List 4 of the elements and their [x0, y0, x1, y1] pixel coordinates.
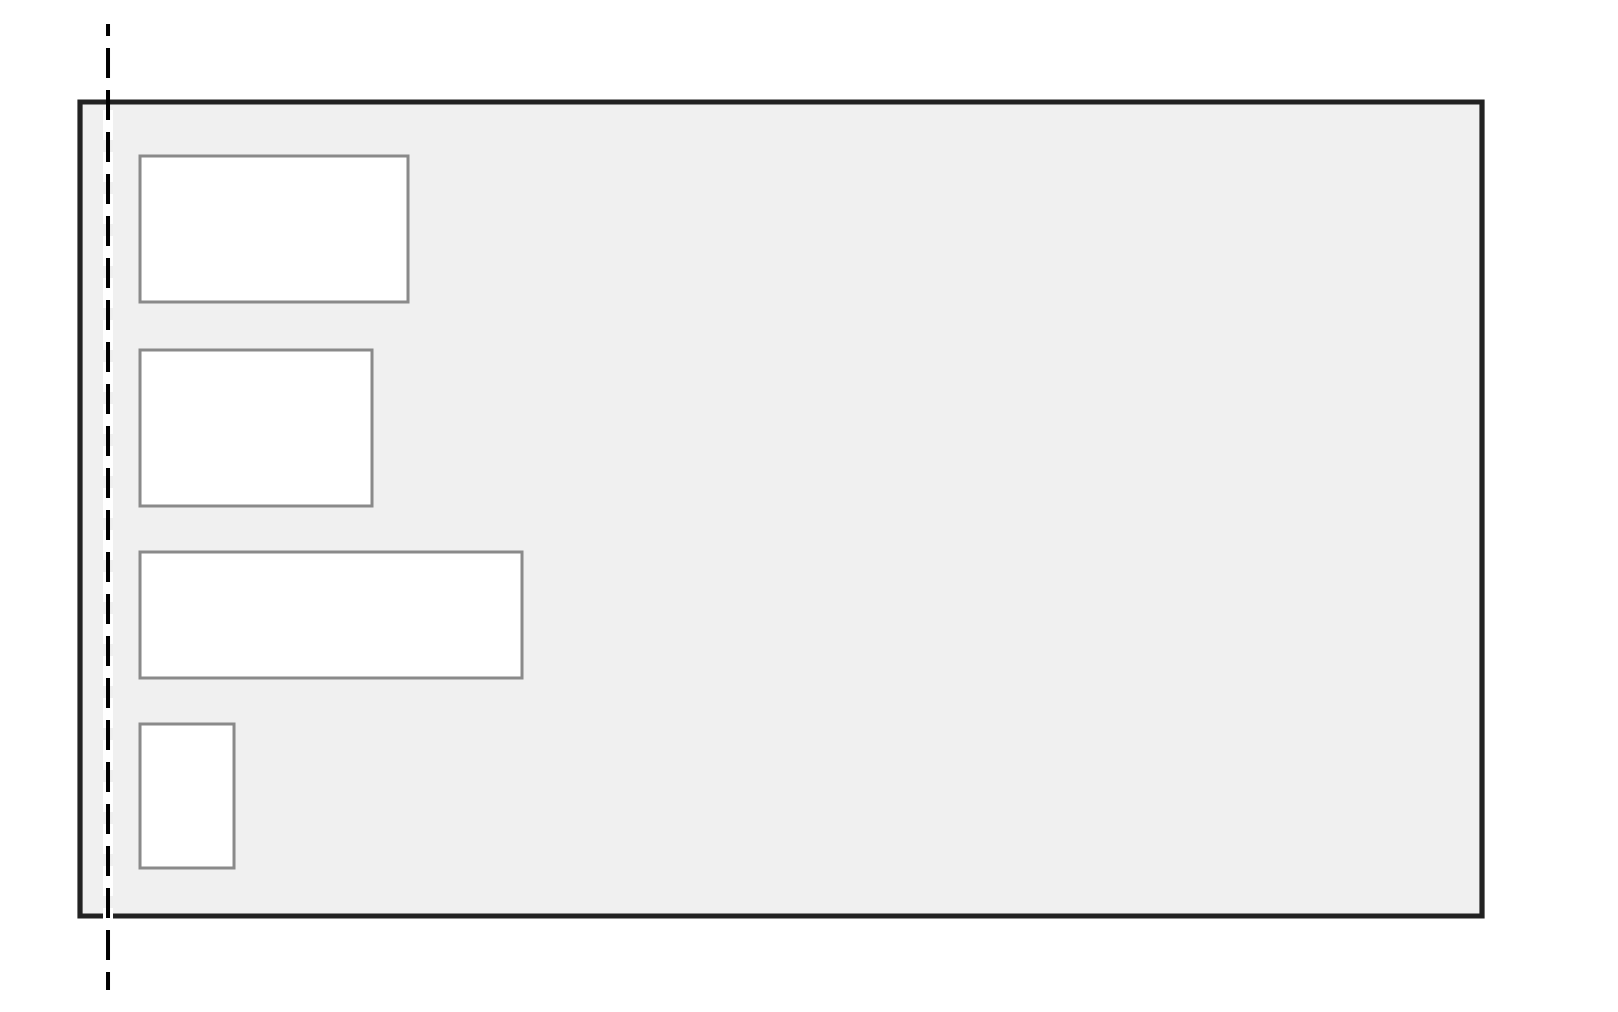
empty-box	[138, 348, 374, 508]
empty-box	[138, 550, 524, 680]
empty-box	[138, 154, 410, 304]
empty-box	[138, 722, 236, 870]
